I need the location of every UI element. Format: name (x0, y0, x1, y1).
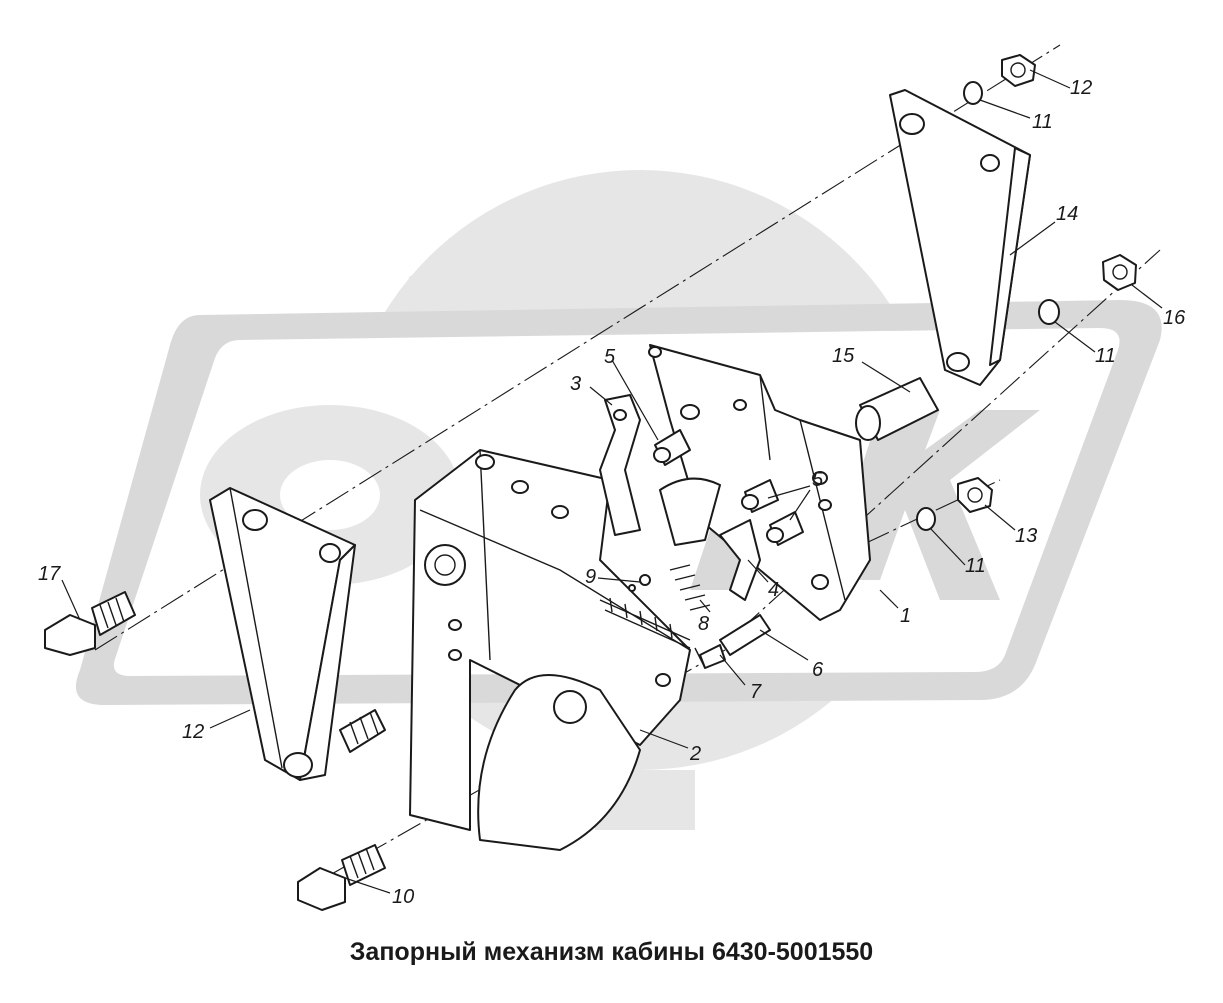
callout-13: 12 (182, 721, 204, 743)
callout-11-lower: 11 (965, 555, 986, 577)
callout-2: 2 (689, 743, 701, 765)
part-15-sleeve (855, 377, 939, 441)
callout-10: 10 (392, 886, 414, 908)
part-16-nut (1102, 254, 1137, 291)
part-11-washers (916, 81, 1060, 531)
callout-15: 15 (832, 345, 855, 367)
diagram-caption: Запорный механизм кабины 6430-5001550 (349, 938, 874, 966)
part-8-springs (599, 564, 711, 649)
watermark-circle-hole (280, 460, 380, 530)
callout-12-lower: 13 (1015, 525, 1037, 547)
callout-12-top: 12 (1070, 77, 1092, 99)
callout-17: 17 (38, 563, 61, 585)
part-12-nuts (957, 54, 1036, 513)
callout-5-lower: 5 (812, 469, 824, 491)
part-13-left-bracket (209, 487, 356, 781)
leader-lines (61, 69, 1163, 894)
part-5-spacers (653, 429, 804, 546)
callout-8: 8 (698, 613, 709, 635)
callout-labels: 12 11 14 16 11 15 13 11 1 5 3 5 4 8 6 7 … (38, 77, 1186, 908)
callout-1: 1 (900, 605, 911, 627)
callout-7: 7 (750, 681, 762, 703)
small-bolt-lower-left (339, 709, 386, 753)
callout-9: 9 (585, 566, 596, 588)
part-3-hook-plate (599, 394, 641, 536)
part-4-lever (719, 519, 761, 601)
part-14-bracket (889, 89, 1031, 386)
part-17-bolt (44, 591, 136, 656)
callout-4: 4 (768, 579, 779, 601)
callout-3: 3 (570, 373, 581, 395)
part-9-pin (628, 574, 651, 592)
callout-16: 16 (1163, 307, 1186, 329)
callout-14: 14 (1056, 203, 1078, 225)
part-1-lock-plate (648, 344, 871, 621)
callout-11-middle: 11 (1095, 345, 1116, 367)
part-2-main-body (409, 449, 691, 851)
part-10-bolt (297, 844, 386, 911)
callout-5-upper: 5 (604, 346, 616, 368)
part-6-7-rod (694, 614, 771, 669)
callout-6: 6 (812, 659, 824, 681)
callout-11-top: 11 (1032, 111, 1053, 133)
watermark-letter-k (825, 410, 1040, 600)
